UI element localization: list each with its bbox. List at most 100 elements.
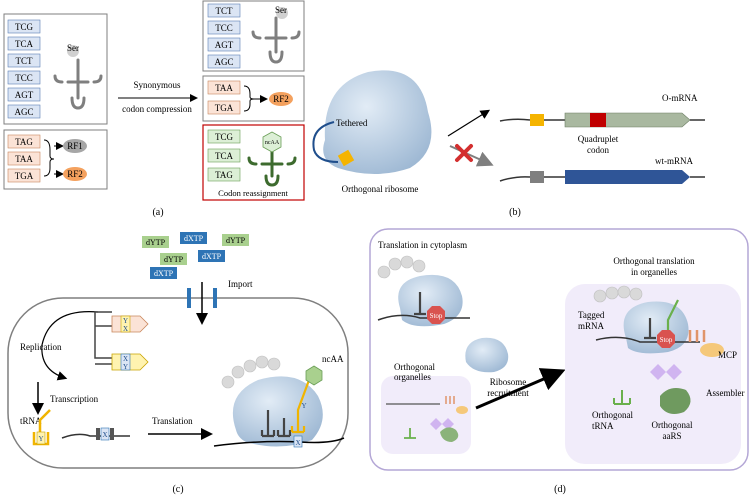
peptide-chain [221,355,281,389]
assembler-small [430,418,454,430]
dxtp-badge: dXTP [180,232,207,244]
codon-tca: TCA [7,36,41,51]
rf1-label: RF1 [67,141,83,151]
quadruplet-label-1: Quadruplet [578,134,619,144]
orth-aars-label-1: Orthogonal [652,420,693,430]
tethered-rrna [337,149,355,167]
codon-tcg: TCG [207,129,241,144]
codon-taa: TAA [207,80,241,95]
trna-ser-icon [251,7,301,64]
rf2-oval [63,167,87,181]
replication-arrow [41,311,99,381]
dxtp-label: dXTP [154,269,174,278]
orth-trna-icon [613,390,631,405]
base-y: Y [123,317,128,325]
mrna-codon-x [100,427,110,441]
orth-trans-label-2: in organelles [631,267,678,277]
ribosome-base-x: X [295,439,300,447]
codon-tct: TCT [207,3,241,18]
assembler-icon [650,364,682,380]
dxtp-badge: dXTP [150,267,177,279]
stop-label: Stop [430,312,443,320]
codon-label: TCC [15,73,33,83]
cytoplasm-title: Translation in cytoplasm [378,240,467,250]
panel-b-label: (b) [509,207,521,218]
codon-label: TAA [215,83,233,93]
blocked-cross-icon [455,144,473,162]
rf2-oval [269,92,293,106]
ncaa-label: ncAA [265,140,280,146]
rf1-oval [63,139,87,153]
mrna-base-x: X [102,431,107,439]
ribosome-base-y: Y [301,402,306,410]
wt-mrna-rbs [530,171,544,183]
codon-taa: TAA [7,151,41,166]
wt-mrna [499,170,705,184]
arrow-to-wt-mrna [449,145,494,167]
peptide-chain [377,255,426,279]
gene-top: Y X [111,315,149,333]
stop-codon-list: TAG TAA TGA [7,134,41,183]
orth-trans-label-1: Orthogonal translation [613,256,695,266]
codon-agc: AGC [7,104,41,119]
synonymous-label-1: Synonymous [133,80,181,90]
tagged-label-2: mRNA [578,321,605,331]
recruitment-label-2: recruitment [487,388,529,398]
orth-organelles-label-2: organelles [394,372,431,382]
free-ribosome [465,337,509,373]
codon-label: TCT [16,56,34,66]
mcp-body [700,343,724,357]
o-mrna [499,112,705,128]
ribosome-c [232,376,323,447]
panel-d: Translation in cytoplasm Stop Orthogonal… [369,228,749,495]
mcp-small-body [456,406,468,414]
mrna-strand [61,433,130,439]
o-mrna-label: O-mRNA [662,93,698,103]
codon-label: TAG [15,137,33,147]
orth-aars-label-2: aaRS [663,431,682,441]
ser-label: Ser [275,5,287,15]
panel-a-label: (a) [152,207,163,218]
codon-label: TCT [216,6,234,16]
codon-label: AGT [215,40,234,50]
trna-pair [260,371,314,438]
stop-label: Stop [660,336,673,344]
ribosome-label: Orthogonal ribosome [342,184,419,194]
codon-label: TCG [215,132,234,142]
codon-tga: TGA [7,168,41,183]
right-bottom-codons: TCG TCA TAG [207,129,241,182]
dytp-label: dYTP [164,255,184,264]
codon-tca: TCA [207,148,241,163]
rf2-label: RF2 [273,94,289,104]
recruitment-arrow [475,368,566,410]
dytp-label: dYTP [146,238,166,247]
trna-anticodon [36,431,46,445]
peptide-chain [593,285,643,303]
o-mrna-rbs [530,114,544,126]
codon-label: AGC [14,107,33,117]
orth-trna-label-1: Orthogonal [592,410,633,420]
right-top-codons: TCT TCC AGT AGC [207,3,241,69]
recruitment-label-1: Ribosome [490,377,527,387]
stop-sign-icon [427,306,445,324]
trna-ncaa-icon [247,146,297,187]
codon-label: TCA [15,39,34,49]
trna-label: tRNA [20,416,42,426]
mrna-cyto [377,314,470,321]
panel-a: TCG TCA TCT TCC AGT AGC Ser TAG TAA TGA … [3,0,305,218]
nucleotide-pool: dYTP dXTP dYTP dYTP dXTP dXTP [142,232,249,279]
codon-label: TCC [215,23,233,33]
orth-trna-label-2: tRNA [592,421,614,431]
aars-small [440,427,459,442]
orth-organelles-label-1: Orthogonal [394,362,435,372]
ms2-hairpins [688,330,706,342]
dytp-badge: dYTP [160,253,187,265]
codon-label: AGC [214,57,233,67]
aars-icon [660,388,691,414]
orthogonal-ribosome [323,70,432,174]
base-y: Y [123,363,128,371]
ser-label: Ser [67,43,79,53]
synonymous-label-2: codon compression [122,104,192,114]
right-mid-codons: TAA TGA [207,80,241,115]
